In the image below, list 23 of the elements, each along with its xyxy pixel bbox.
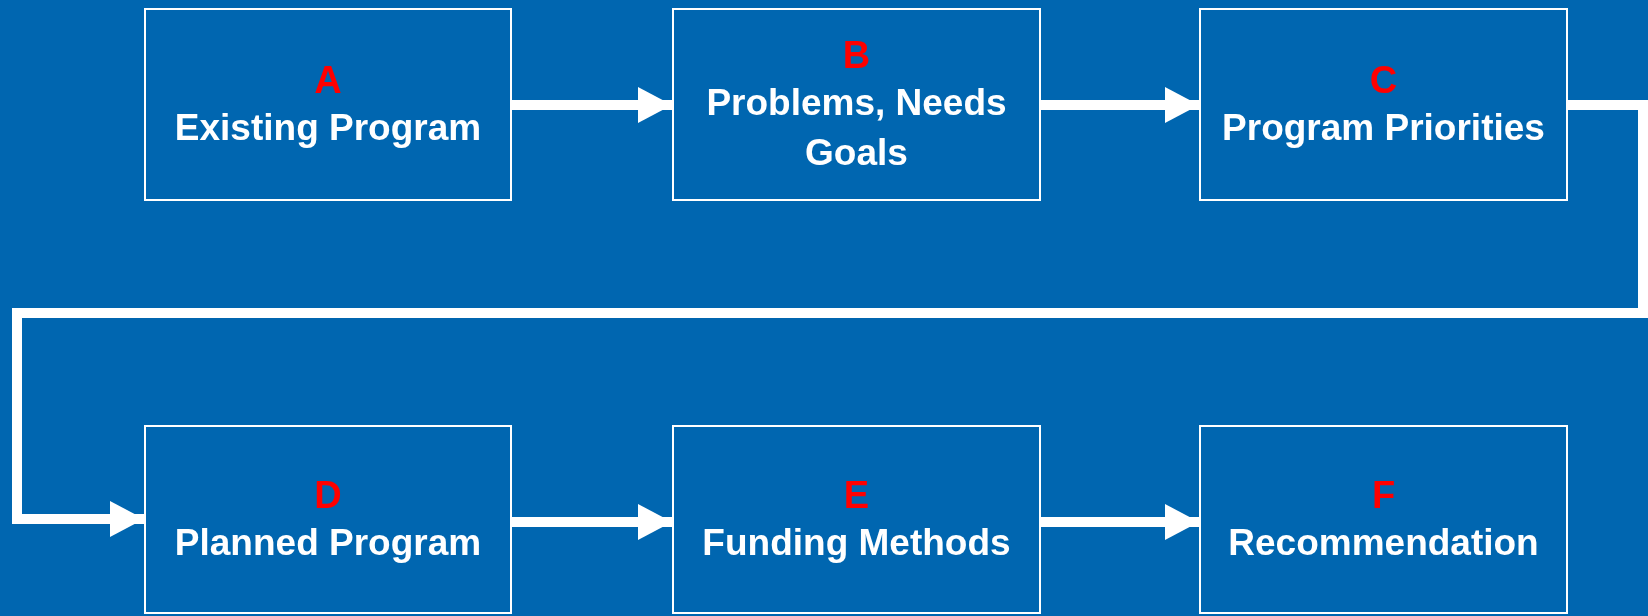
step-title: Program Priorities xyxy=(1222,105,1545,150)
step-letter: E xyxy=(843,472,870,518)
step-letter: F xyxy=(1371,472,1396,518)
step-letter: C xyxy=(1369,57,1398,103)
step-title: Existing Program xyxy=(174,105,482,150)
step-title: Recommendation xyxy=(1228,520,1539,565)
step-title: Planned Program xyxy=(174,520,482,565)
step-letter: A xyxy=(314,57,342,103)
step-title: Funding Methods xyxy=(702,520,1011,565)
process-box xyxy=(672,425,1041,614)
step-letter: B xyxy=(842,32,871,78)
process-box xyxy=(672,8,1041,201)
arrow xyxy=(1041,504,1199,540)
arrow xyxy=(1041,87,1199,123)
step-title: Problems, Needs Goals xyxy=(705,80,1008,175)
process-box xyxy=(144,8,512,201)
step-letter: D xyxy=(314,472,342,518)
process-box xyxy=(1199,425,1568,614)
arrow xyxy=(12,100,1648,537)
process-box xyxy=(1199,8,1568,201)
arrow xyxy=(512,87,672,123)
arrow xyxy=(512,504,672,540)
process-box xyxy=(144,425,512,614)
